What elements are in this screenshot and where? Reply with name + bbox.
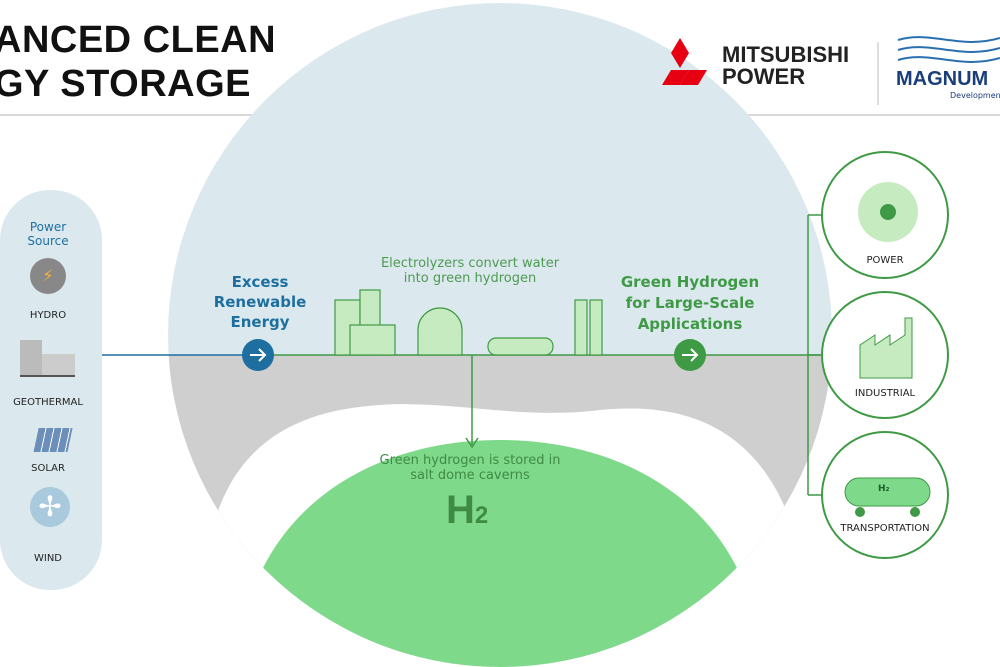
application-power: POWER [866, 255, 904, 266]
solar-icon [33, 428, 73, 452]
application-transportation: TRANSPORTATION [840, 523, 930, 534]
source-wind: WIND [33, 553, 63, 564]
turbine-icon [858, 182, 918, 242]
hydrogen-cavern [238, 440, 762, 667]
factory-icon [859, 317, 913, 379]
magnum-subtitle: Development [950, 91, 1000, 100]
source-geothermal: GEOTHERMAL [13, 397, 83, 408]
power-source-panel [0, 190, 102, 590]
arrow-down-icon [465, 437, 479, 449]
rail-tank-car-icon [844, 477, 931, 517]
hydro-icon: ⚡ [30, 258, 66, 294]
application-industrial: INDUSTRIAL [854, 388, 916, 399]
mitsubishi-logo [662, 38, 707, 85]
electrolyzer-plant-icon [334, 289, 603, 356]
h2-symbol: H2 [446, 488, 489, 532]
magnum-waves-logo [897, 36, 1000, 63]
magnum-name: MAGNUM [896, 68, 989, 90]
tank-label: H₂ [878, 484, 890, 494]
source-hydro: HYDRO [29, 310, 67, 321]
wind-icon: ✢ [30, 487, 70, 527]
geothermal-icon [20, 340, 75, 377]
source-solar: SOLAR [31, 463, 65, 474]
